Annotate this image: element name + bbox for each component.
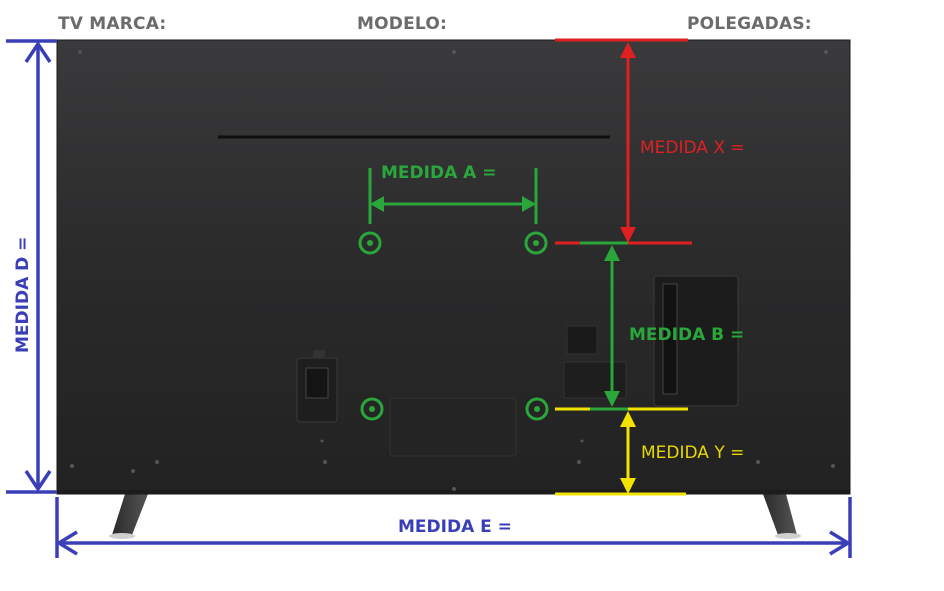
measure-y-arrow [555, 407, 688, 496]
tv-brand-label: TV MARCA: [58, 14, 167, 34]
measure-x-arrow [555, 38, 692, 245]
measure-b-arrow [580, 241, 628, 411]
connector-ports [563, 275, 739, 407]
model-label: MODELO: [357, 14, 447, 34]
bottom-cover-plate [389, 397, 517, 457]
power-socket [296, 350, 338, 423]
mount-hole-top-left [358, 231, 382, 255]
measure-b-label: MEDIDA B = [629, 325, 744, 345]
inches-label: POLEGADAS: [687, 14, 812, 34]
tv-stand [109, 494, 801, 539]
measure-a-arrow [368, 168, 538, 224]
mount-hole-bottom-left [360, 397, 384, 421]
measure-d-label: MEDIDA D = [13, 237, 33, 353]
panel-details [70, 50, 835, 491]
vesa-mount-holes [358, 231, 549, 421]
right-stand-leg [763, 494, 797, 535]
measure-a-label: MEDIDA A = [381, 163, 496, 183]
measure-e-arrow [55, 497, 852, 558]
left-stand-leg [112, 494, 148, 535]
measure-d-arrow [6, 39, 57, 494]
measure-y-label: MEDIDA Y = [641, 443, 744, 463]
mount-hole-top-right [524, 231, 548, 255]
measure-e-label: MEDIDA E = [398, 517, 512, 537]
measure-x-label: MEDIDA X = [640, 138, 745, 158]
mount-hole-bottom-right [525, 397, 549, 421]
